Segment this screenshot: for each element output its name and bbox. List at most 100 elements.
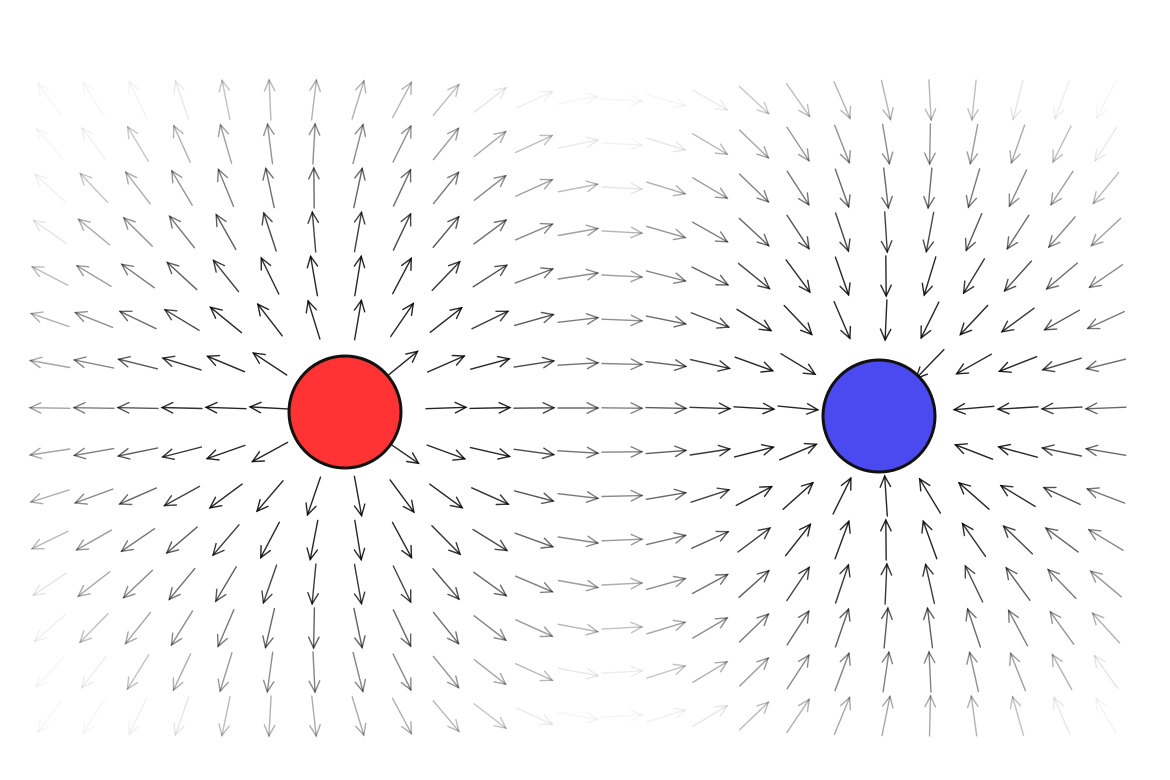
field-arrow bbox=[392, 653, 412, 692]
field-arrow bbox=[82, 81, 106, 118]
field-arrow bbox=[1002, 524, 1034, 555]
field-arrow bbox=[161, 446, 203, 460]
field-arrow bbox=[964, 564, 984, 603]
field-arrow bbox=[120, 528, 156, 553]
field-arrow bbox=[351, 696, 367, 737]
field-arrow bbox=[1045, 262, 1079, 290]
field-arrow bbox=[35, 127, 64, 160]
field-arrow bbox=[432, 568, 461, 601]
field-arrow bbox=[429, 483, 464, 509]
field-arrow bbox=[514, 575, 554, 594]
field-arrow bbox=[32, 219, 68, 245]
field-arrow bbox=[80, 655, 108, 690]
field-arrow bbox=[472, 528, 509, 552]
field-arrow bbox=[645, 488, 688, 501]
field-arrow bbox=[924, 79, 937, 122]
field-arrow bbox=[307, 210, 320, 253]
field-arrow bbox=[126, 125, 150, 162]
field-arrow bbox=[515, 134, 554, 154]
field-arrow bbox=[513, 356, 556, 369]
field-arrow bbox=[82, 698, 106, 735]
field-arrow bbox=[834, 651, 851, 692]
field-arrow bbox=[1041, 357, 1082, 373]
negative-charge bbox=[821, 358, 937, 474]
field-arrow bbox=[160, 401, 203, 414]
field-arrow bbox=[172, 653, 192, 692]
field-arrow bbox=[170, 169, 193, 206]
field-arrow bbox=[472, 264, 509, 288]
field-arrow bbox=[161, 355, 202, 371]
field-arrow bbox=[881, 694, 894, 737]
field-arrow bbox=[72, 447, 115, 460]
field-arrow bbox=[1091, 612, 1121, 644]
field-arrow bbox=[783, 304, 813, 336]
field-arrow bbox=[785, 259, 811, 294]
field-arrow bbox=[37, 699, 63, 734]
field-arrow bbox=[260, 256, 280, 295]
field-arrow bbox=[116, 447, 159, 460]
field-arrow bbox=[432, 700, 460, 733]
field-arrow bbox=[833, 80, 852, 120]
field-arrow bbox=[1088, 264, 1124, 289]
field-arrow bbox=[784, 523, 812, 557]
field-arrow bbox=[1084, 444, 1127, 457]
field-arrow bbox=[307, 563, 319, 606]
field-arrow bbox=[431, 525, 462, 556]
field-arrow bbox=[78, 613, 109, 644]
field-arrow bbox=[1087, 528, 1124, 551]
field-arrow bbox=[392, 168, 412, 207]
field-arrow bbox=[1095, 697, 1117, 735]
field-arrow bbox=[738, 173, 770, 204]
field-arrow bbox=[473, 174, 507, 202]
field-arrow bbox=[880, 518, 892, 561]
field-arrow bbox=[692, 133, 729, 156]
field-arrow bbox=[305, 299, 321, 340]
field-arrow bbox=[557, 224, 600, 237]
field-arrow bbox=[353, 607, 366, 650]
field-arrow bbox=[601, 226, 644, 239]
field-arrow bbox=[392, 565, 412, 604]
field-arrow bbox=[832, 476, 852, 515]
field-arrow bbox=[557, 711, 600, 724]
field-arrow bbox=[431, 260, 461, 292]
field-arrow bbox=[922, 211, 935, 254]
field-arrow bbox=[738, 612, 770, 643]
field-arrow bbox=[72, 356, 115, 369]
field-arrow bbox=[691, 530, 730, 549]
field-arrow bbox=[999, 484, 1036, 508]
field-arrow bbox=[1052, 125, 1072, 164]
field-arrow bbox=[473, 659, 507, 686]
field-arrow bbox=[124, 611, 152, 645]
field-arrow bbox=[308, 122, 321, 165]
field-arrow bbox=[28, 447, 71, 460]
field-arrow bbox=[646, 663, 687, 679]
field-arrow bbox=[1009, 695, 1025, 736]
field-arrow bbox=[601, 182, 644, 195]
field-arrow bbox=[557, 667, 600, 680]
field-arrow bbox=[959, 304, 989, 336]
field-arrow bbox=[514, 222, 554, 241]
field-arrow bbox=[391, 697, 413, 736]
field-arrow bbox=[964, 212, 983, 252]
field-arrow bbox=[392, 609, 412, 648]
field-arrow bbox=[514, 490, 555, 505]
field-arrow bbox=[1007, 608, 1029, 647]
field-arrows bbox=[28, 78, 1127, 738]
field-arrow bbox=[834, 256, 851, 297]
field-arrow bbox=[389, 479, 415, 514]
field-arrow bbox=[736, 308, 773, 332]
field-arrow bbox=[1008, 169, 1028, 208]
field-arrow bbox=[967, 79, 979, 122]
field-arrow bbox=[785, 82, 811, 118]
field-arrow bbox=[426, 444, 467, 461]
field-arrow bbox=[952, 402, 995, 415]
field-arrow bbox=[834, 519, 851, 560]
field-arrow bbox=[117, 356, 159, 370]
field-arrow bbox=[30, 530, 69, 550]
field-arrow bbox=[1051, 653, 1073, 691]
field-arrow bbox=[218, 695, 231, 738]
field-arrow bbox=[965, 168, 981, 209]
field-arrow bbox=[28, 402, 71, 414]
field-arrow bbox=[1040, 444, 1083, 457]
field-arrow bbox=[1009, 124, 1026, 165]
